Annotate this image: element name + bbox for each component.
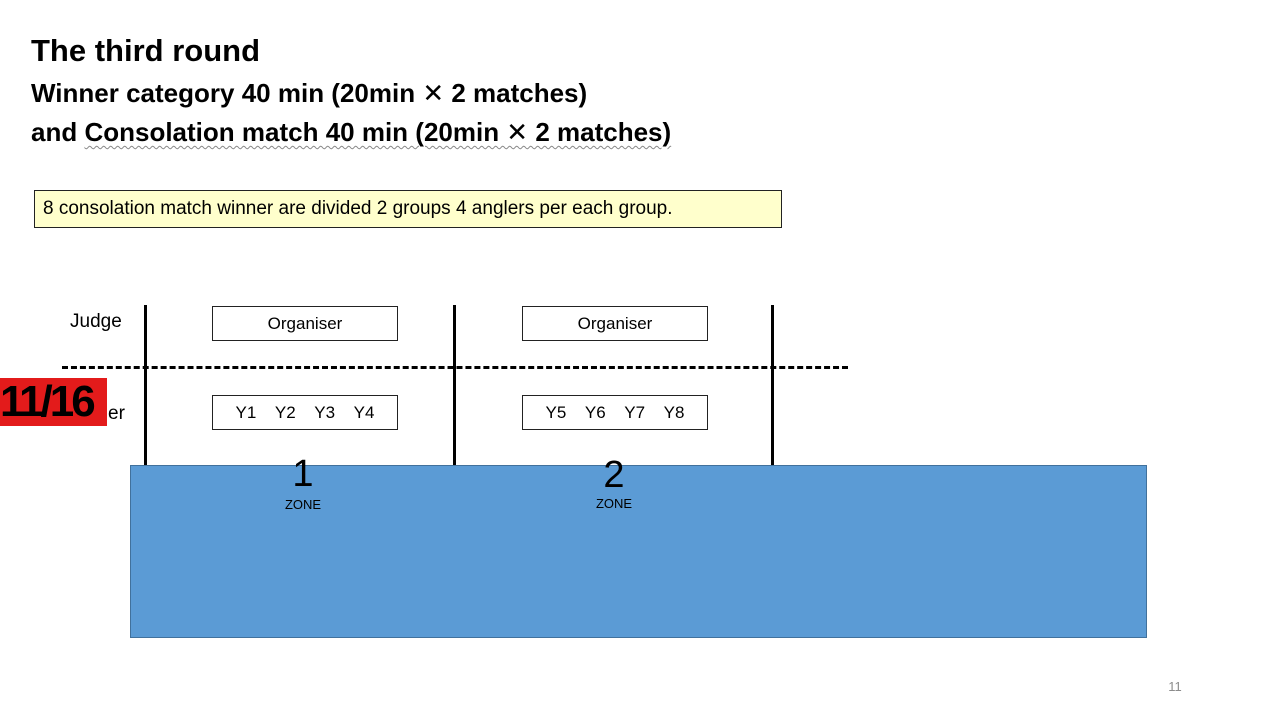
- angler-row-label: er: [108, 403, 125, 424]
- zone-1-label: ZONE: [284, 497, 322, 512]
- zone-2-judge-box: Organiser: [522, 306, 708, 341]
- subtitle-line-2-prefix: and: [31, 117, 85, 147]
- zone-2-anglers-box: Y5 Y6 Y7 Y8: [522, 395, 708, 430]
- zone-divider-left: [144, 305, 147, 465]
- subtitle-line-2-underlined: Consolation match 40 min (20min ✕ 2 matc…: [84, 117, 672, 147]
- note-box: 8 consolation match winner are divided 2…: [34, 190, 782, 228]
- zone-divider-right: [771, 305, 774, 465]
- judge-angler-separator: [62, 366, 848, 369]
- zone-1-judge-box: Organiser: [212, 306, 398, 341]
- slide-title: The third round: [31, 33, 261, 68]
- slide-subtitle-line-1: Winner category 40 min (20min ✕ 2 matche…: [31, 78, 588, 108]
- zone-1-number: 1: [292, 453, 314, 495]
- slide-subtitle-line-2: and Consolation match 40 min (20min ✕ 2 …: [31, 116, 671, 148]
- zone-2-label: ZONE: [595, 496, 633, 511]
- zone-divider-middle: [453, 305, 456, 465]
- page-number: 11: [1168, 679, 1182, 694]
- water-area: [130, 465, 1147, 638]
- date-badge: 11/16: [0, 378, 107, 426]
- zone-1-anglers-box: Y1 Y2 Y3 Y4: [212, 395, 398, 430]
- judge-row-label: Judge: [70, 311, 122, 332]
- zone-2-number: 2: [603, 454, 625, 496]
